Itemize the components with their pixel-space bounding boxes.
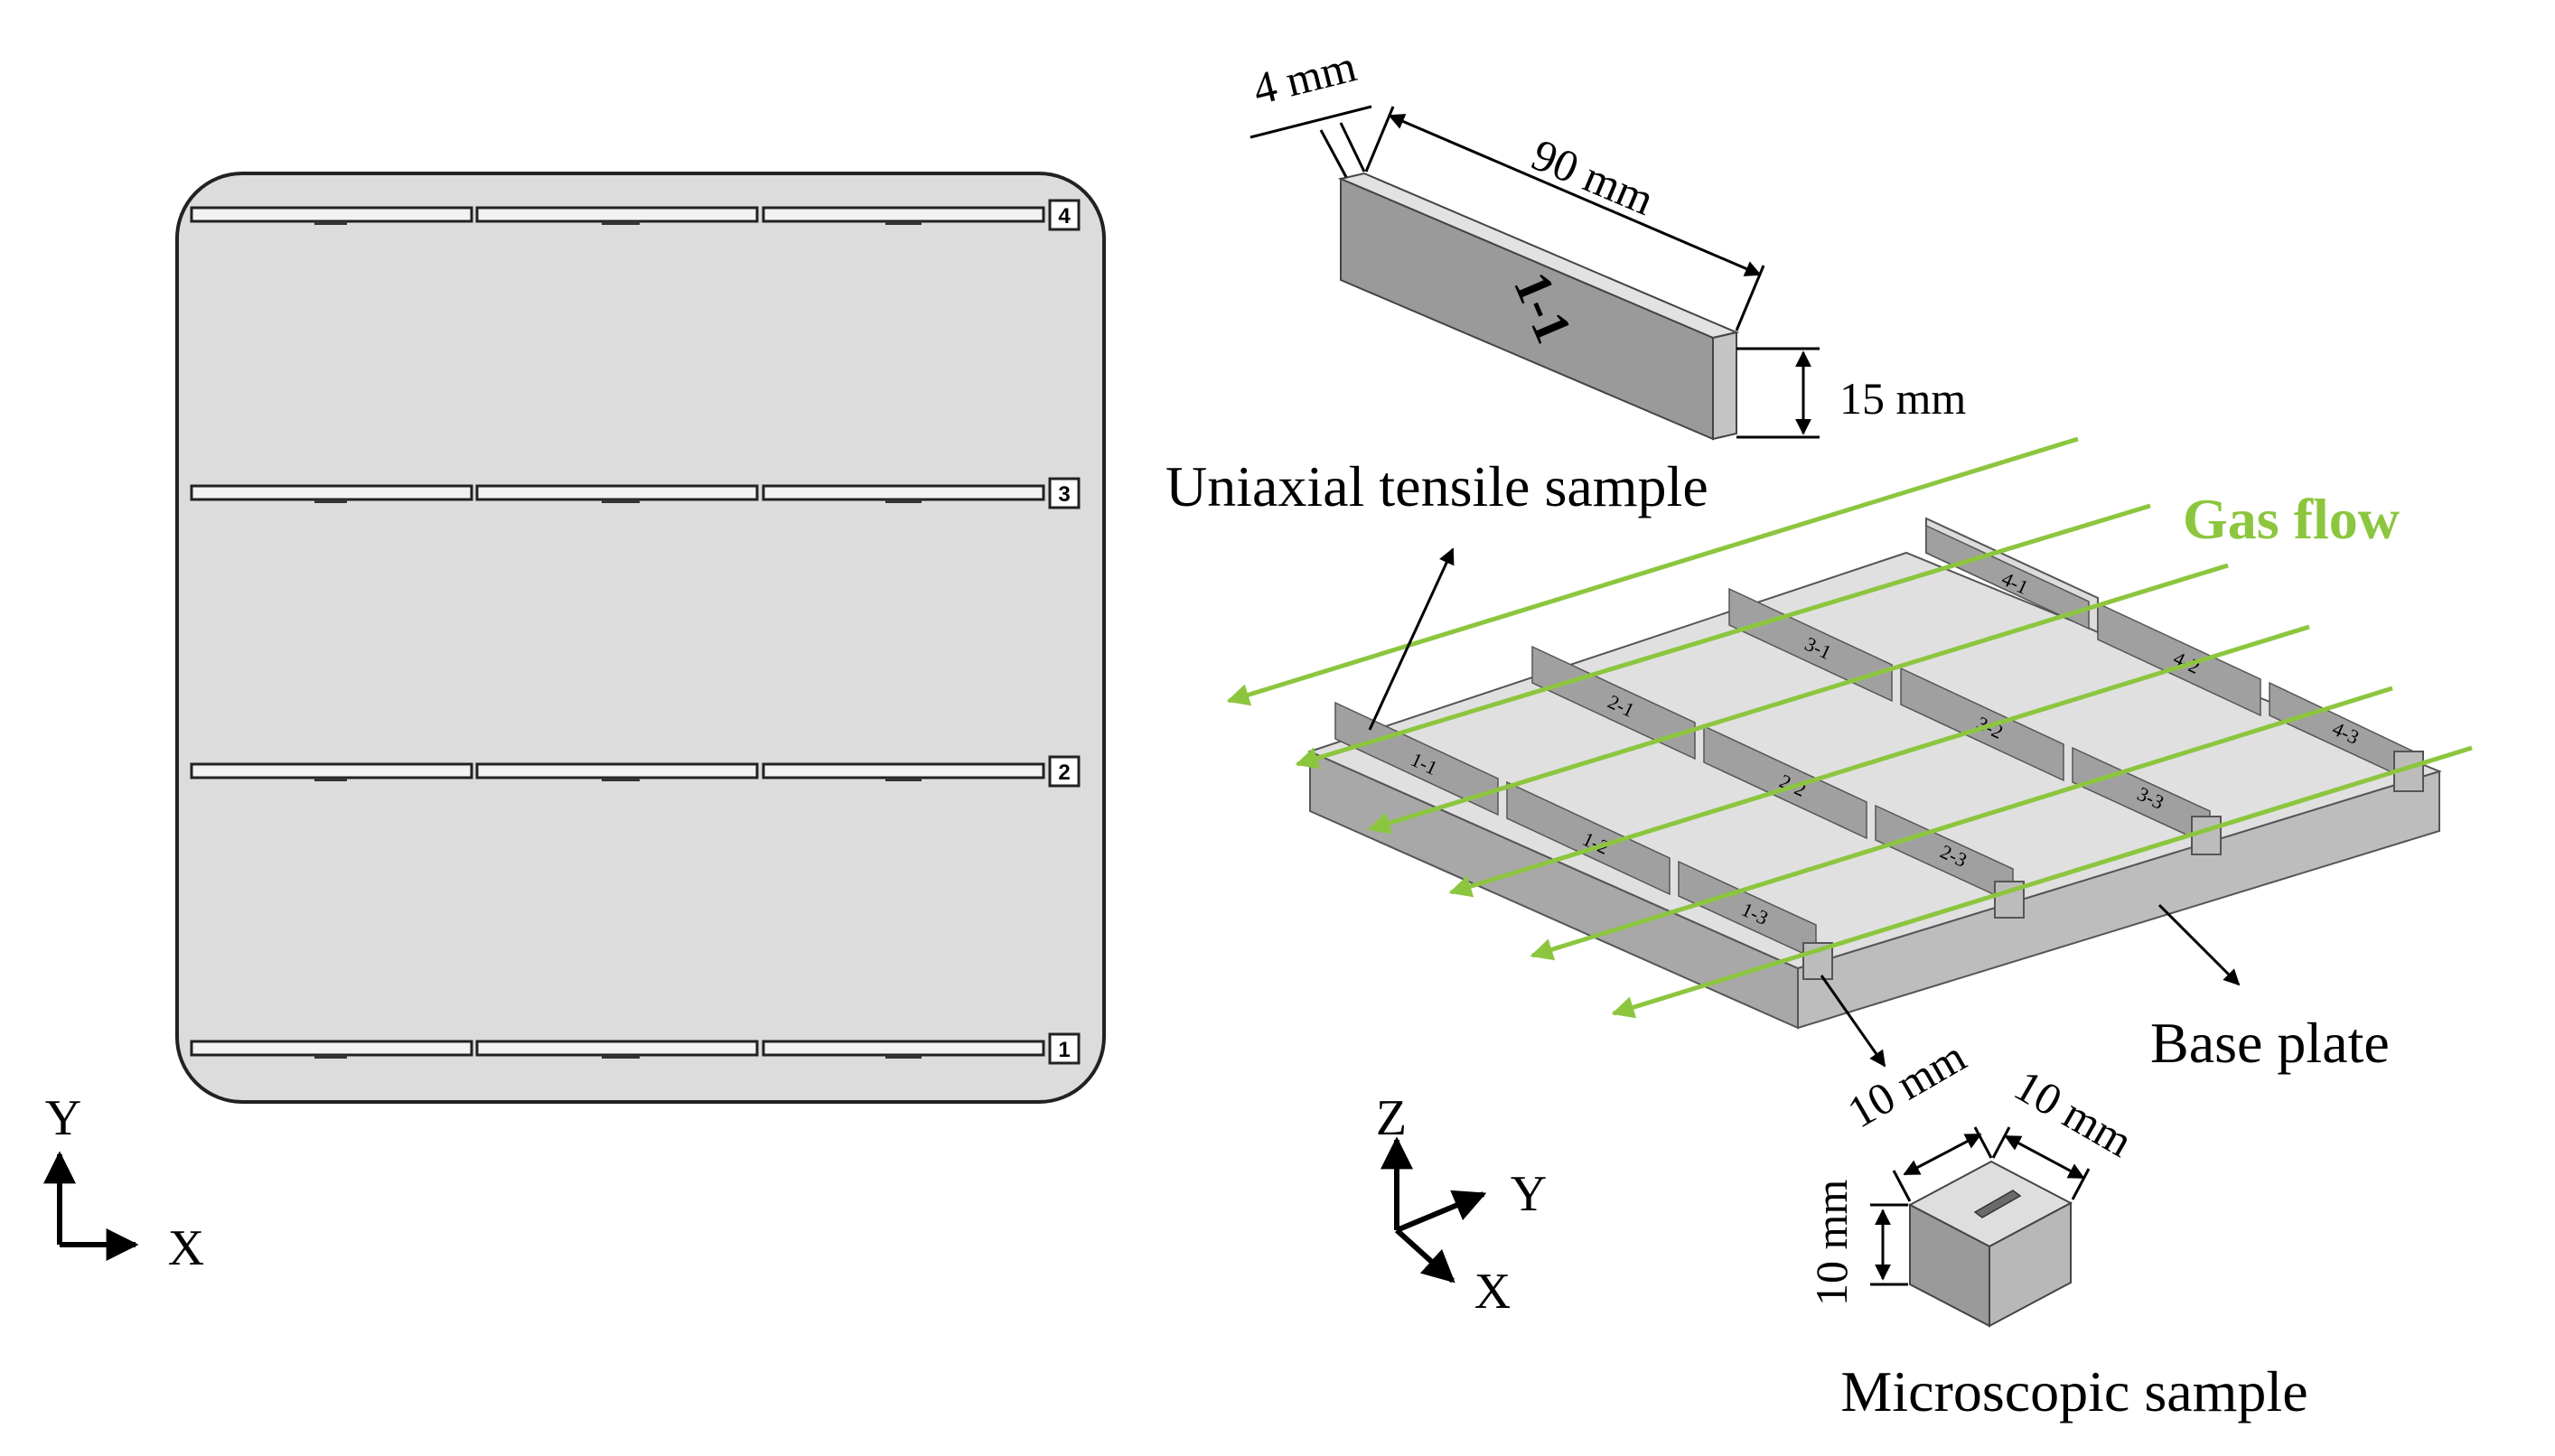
microscopic-sample-detail: 10 mm 10 mm 10 mm [1806,1031,2142,1328]
cube-dim-3-label: 10 mm [1806,1180,1857,1306]
sample-row-2: 2 [190,755,1081,788]
dim-length-label: 90 mm [1525,129,1661,225]
sample-row-1: 1 [190,1032,1081,1065]
row-label-1: 1 [1058,1038,1070,1062]
cube-dim-2-label: 10 mm [2007,1059,2142,1167]
tensile-sample-label: Uniaxial tensile sample [1165,454,1708,518]
gas-flow-label: Gas flow [2183,487,2400,551]
top-view-axis-x-label: X [168,1220,204,1276]
gas-flow-arrow [1295,503,2151,770]
gas-flow-arrow [1448,624,2310,898]
gas-flow-arrow [1367,563,2229,835]
top-view-panel: 4 3 2 [43,172,1106,1276]
gas-flow-arrows [1226,436,2473,1019]
iso-sample-row-4 [1925,517,2424,792]
isometric-build-plate: 1-1 1-2 1-3 2-1 2-2 2-3 3-1 3-2 3-3 4-1 … [1226,436,2473,1068]
top-view-axes: Y X [43,1090,204,1276]
base-plate-leader [2157,903,2241,986]
top-view-axis-y-label: Y [45,1090,81,1146]
microscopic-sample-label: Microscopic sample [1840,1359,2307,1423]
row-label-2: 2 [1058,761,1070,785]
iso-axis-z-label: Z [1376,1090,1407,1146]
microscopic-sample-leader [1820,975,1886,1068]
base-plate-label: Base plate [2150,1011,2390,1075]
gas-flow-arrow [1226,436,2079,706]
tensile-sample-detail: 1-1 4 mm 90 mm 15 mm [1248,40,1966,441]
gas-flow-arrow [1611,745,2473,1019]
sample-row-3: 3 [190,477,1081,509]
cube-right-face [1989,1201,2072,1328]
cube-engraving [1973,1190,2022,1218]
gas-flow-arrow [1530,686,2393,961]
iso-sample-row-2 [1531,645,2025,919]
top-view-sample-rows: 4 3 2 [190,199,1081,1065]
iso-axis-x-label: X [1474,1264,1511,1320]
iso-sample-row-3 [1728,587,2222,855]
iso-axes: Z Y X [1376,1090,1547,1320]
row-label-3: 3 [1058,482,1070,507]
dim-height-label: 15 mm [1839,373,1966,424]
dim-thickness-label: 4 mm [1248,40,1362,114]
iso-sample-row-1 [1334,701,1833,980]
top-view-base-plate [175,172,1106,1104]
iso-axis-y-label: Y [1511,1166,1547,1222]
tensile-sample-end-face [1712,331,1737,441]
tensile-sample-leader [1368,547,1455,731]
sample-row-4: 4 [190,199,1081,231]
cube-dim-1-label: 10 mm [1839,1031,1975,1138]
row-label-4: 4 [1058,204,1071,229]
